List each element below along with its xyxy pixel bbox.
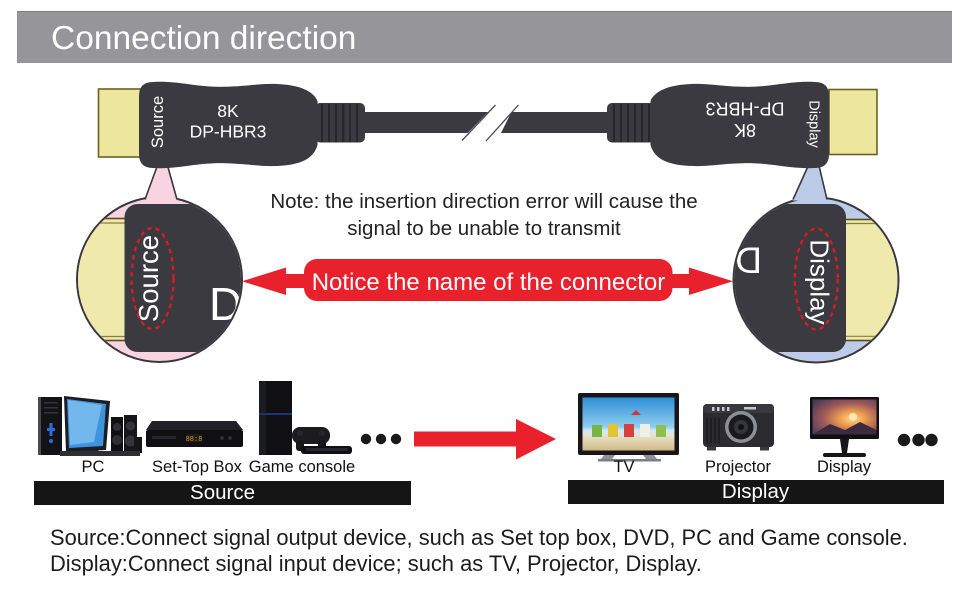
svg-text:Display: Display: [806, 100, 822, 148]
svg-text:8K: 8K: [734, 120, 756, 140]
svg-text:Display: Display: [805, 239, 835, 324]
svg-text:D: D: [735, 240, 762, 281]
svg-text:DP-HBR3: DP-HBR3: [705, 99, 784, 119]
svg-text:8K: 8K: [217, 101, 239, 121]
svg-text:88:8: 88:8: [186, 436, 203, 444]
svg-text:DP-HBR3: DP-HBR3: [190, 122, 267, 142]
svg-text:Source: Source: [149, 96, 167, 148]
svg-text:Source: Source: [133, 235, 164, 322]
